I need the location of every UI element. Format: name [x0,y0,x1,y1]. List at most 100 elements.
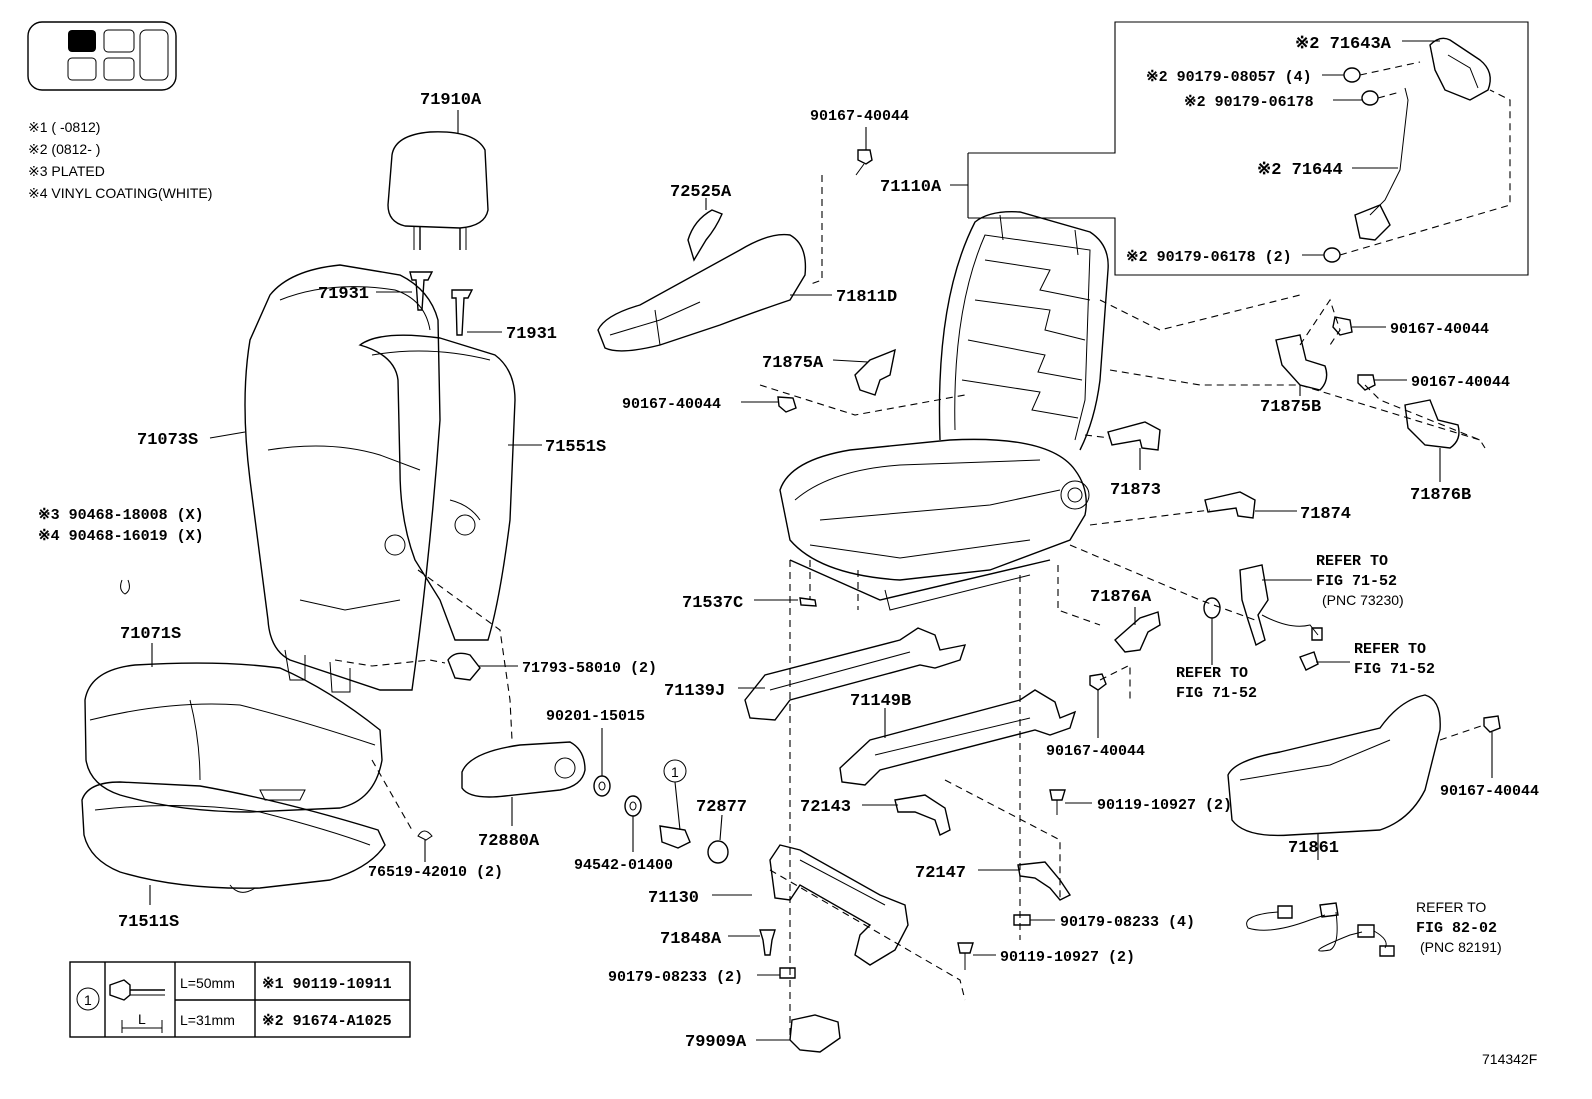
label-71811D: 71811D [836,288,897,307]
label-71931-upper: 71931 [318,285,369,304]
note-3: ※3 PLATED [28,163,105,179]
bracket-71876A-drawing [1114,611,1161,653]
label-71793-58010: 71793-58010 (2) [522,660,657,677]
label-90201-15015: 90201-15015 [546,708,645,725]
figure-code: 714342F [1482,1051,1537,1067]
label-90167-40044-top: 90167-40044 [810,108,909,125]
label-72525A: 72525A [670,183,732,202]
refer-buckle-line1: REFER TO [1316,553,1388,570]
label-90468-18008: ※3 90468-18008 (X) [38,507,204,524]
seatbelt-buckle-drawing [1239,564,1323,647]
label-90179-08233-2: 90179-08233 (2) [608,969,743,986]
side-shield-outer-drawing [1227,694,1441,837]
seat-position-icon [27,21,177,91]
headrest-guide-drawing [409,271,474,336]
label-72147: 72147 [915,864,966,883]
label-90167-40044-r3: 90167-40044 [1440,783,1539,800]
label-90179-08057: ※2 90179-08057 (4) [1146,69,1312,86]
refer-buckle-line2: FIG 71-52 [1316,573,1397,590]
label-94542-01400: 94542-01400 [574,857,673,874]
bracket-72147-drawing [1017,861,1072,901]
sensor-79909A-drawing [789,1014,841,1053]
label-71876B: 71876B [1410,486,1471,505]
refer-washer-line2: FIG 71-52 [1176,685,1257,702]
bolt-callout-1: 1 [671,764,679,780]
label-71861: 71861 [1288,839,1339,858]
bracket-71130-drawing [769,844,909,966]
label-90179-06178-lower: ※2 90179-06178 (2) [1126,249,1292,266]
bolt-length-1: L=50mm [180,975,235,991]
label-72880A: 72880A [478,832,540,851]
label-71139J: 71139J [664,682,725,701]
seatback-frame-drawing [358,334,516,641]
label-79909A: 79909A [685,1033,747,1052]
seat-frame-drawing [779,211,1109,611]
label-90167-40044-mid: 90167-40044 [1046,743,1145,760]
label-71643A: ※2 71643A [1295,35,1392,54]
refer-harness-line3: (PNC 82191) [1420,939,1502,955]
label-71848A: 71848A [660,930,722,949]
bolt-length-2: L=31mm [180,1012,235,1028]
label-90468-16019: ※4 90468-16019 (X) [38,528,204,545]
dim-length-label: L [138,1011,146,1027]
refer-nut-line1: REFER TO [1354,641,1426,658]
label-71130: 71130 [648,889,699,908]
bolt-part-2: ※2 91674-A1025 [262,1013,392,1030]
refer-washer-line1: REFER TO [1176,665,1248,682]
bracket-71874-drawing [1204,491,1256,519]
notes-block: ※1 ( -0812) ※2 (0812- ) ※3 PLATED ※4 VIN… [28,119,212,201]
label-90119-10927-lower: 90119-10927 (2) [1000,949,1135,966]
label-90167-40044-r2: 90167-40044 [1411,374,1510,391]
rail-71149B-drawing [839,689,1077,786]
armrest-drawing [461,741,586,798]
label-90167-40044-left: 90167-40044 [622,396,721,413]
note-2: ※2 (0812- ) [28,141,100,157]
label-71873: 71873 [1110,481,1161,500]
label-71511S: 71511S [118,913,179,932]
label-90179-08233-4: 90179-08233 (4) [1060,914,1195,931]
label-90119-10927-upper: 90119-10927 (2) [1097,797,1232,814]
bracket-71875B-drawing [1275,334,1328,391]
lever-knob-drawing [687,209,723,262]
note-1: ※1 ( -0812) [28,119,100,135]
bracket-72143-drawing [894,794,951,836]
refer-nut-line2: FIG 71-52 [1354,661,1435,678]
part-labels: 71910A 71931 71931 71073S 71551S ※3 9046… [38,35,1539,1067]
bracket-71876B-drawing [1404,399,1460,449]
note-4: ※4 VINYL COATING(WHITE) [28,185,212,201]
recliner-mechanism-drawing [1429,37,1491,101]
label-71875A: 71875A [762,354,824,373]
table-ref-number: 1 [84,992,92,1008]
label-71644: ※2 71644 [1257,161,1343,180]
label-71910A: 71910A [420,91,482,110]
bolt-part-1: ※1 90119-10911 [262,976,392,993]
label-72877: 72877 [696,798,747,817]
label-71551S: 71551S [545,438,606,457]
label-71149B: 71149B [850,692,911,711]
wire-harness-drawing [1246,902,1395,957]
label-71071S: 71071S [120,625,181,644]
side-shield-inner-drawing [597,233,807,352]
label-71875B: 71875B [1260,398,1321,417]
label-76519-42010: 76519-42010 (2) [368,864,503,881]
label-90167-40044-r1: 90167-40044 [1390,321,1489,338]
label-71876A: 71876A [1090,588,1152,607]
seat-cushion-pad-drawing [81,781,386,893]
refer-harness-line1: REFER TO [1416,899,1486,915]
label-71931-lower: 71931 [506,325,557,344]
seat-cushion-cover-drawing [84,662,383,813]
label-72143: 72143 [800,798,851,817]
refer-buckle-line3: (PNC 73230) [1322,592,1404,608]
label-90179-06178-upper: ※2 90179-06178 [1184,94,1314,111]
bracket-71875A-drawing [854,348,896,396]
label-71874: 71874 [1300,505,1351,524]
seatback-cover-drawing [244,264,441,693]
label-71110A: 71110A [880,178,942,197]
headrest-drawing [387,131,489,250]
bolt-reference-table: 1 L L=50mm L=31mm ※1 90119-10911 ※2 9167… [69,961,411,1038]
bracket-71873-drawing [1107,421,1161,451]
rail-71139J-drawing [744,627,967,721]
refer-harness-line2: FIG 82-02 [1416,920,1497,937]
label-71073S: 71073S [137,431,198,450]
